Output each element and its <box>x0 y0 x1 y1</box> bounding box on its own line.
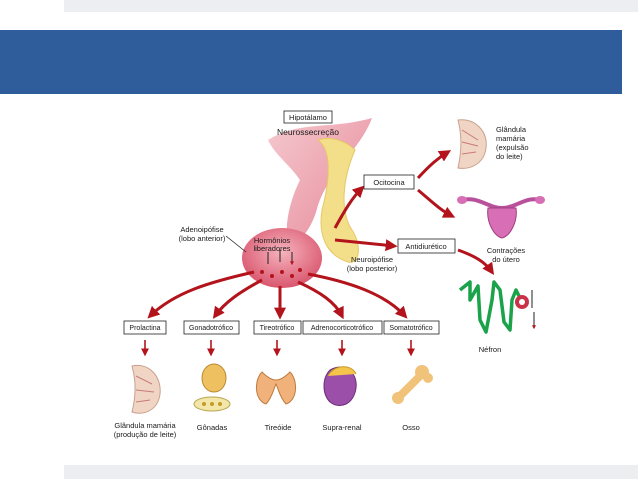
somatotrofico-label: Somatotrófico <box>389 325 432 332</box>
contracoes-label: Contrações <box>487 246 526 255</box>
glandula-bottom-label: Glândula mamária <box>114 421 176 430</box>
gonadotrofico-box <box>183 320 240 335</box>
glandula-bottom-sublabel: (produção de leite) <box>114 430 177 439</box>
branch-arrows <box>147 270 408 320</box>
nephron-illustration <box>458 280 534 334</box>
neuroipofise-sublabel: (lobo posterior) <box>347 264 398 273</box>
antidiuretico-label: Antidiurético <box>405 242 446 251</box>
somatotrofico-box <box>383 320 440 335</box>
glandula-top-label: Glândula <box>496 125 527 134</box>
breast-illustration <box>131 364 161 414</box>
ocitocina-box <box>363 174 415 190</box>
hormone-boxes: Prolactina Gonadotrófico Tireotrófico Ad… <box>123 320 440 335</box>
adrenal-illustration <box>323 366 357 406</box>
liberadores-label: liberadores <box>253 244 290 253</box>
adenoipofise-sublabel: (lobo anterior) <box>179 234 226 243</box>
bottom-strip <box>64 465 638 479</box>
thyroid-illustration <box>256 371 296 405</box>
neurossecrecao-label: Neurossecreção <box>277 127 339 137</box>
nefron-label: Néfron <box>479 345 502 354</box>
adrenocorticotrofico-box <box>302 320 383 335</box>
tireotrofico-box <box>253 320 302 335</box>
neuroipofise-label: Neuroipófise <box>351 255 393 264</box>
hipotalamo-label: Hipotálamo <box>289 113 327 122</box>
glandula-top-label-3: (expulsão <box>496 143 529 152</box>
top-strip <box>64 0 638 12</box>
tireotrofico-label: Tireotrófico <box>260 325 295 332</box>
mammary-gland-top-illustration <box>457 119 487 169</box>
gonadas-label: Gônadas <box>197 423 228 432</box>
contracoes-label-2: do útero <box>492 255 520 264</box>
hipotalamo-box <box>283 110 333 124</box>
glandula-top-label-4: do leite) <box>496 152 523 161</box>
hormonios-label: Hormônios <box>254 236 291 245</box>
prolactina-box <box>123 320 167 335</box>
prolactina-label: Prolactina <box>129 325 160 332</box>
antidiuretico-box <box>397 238 456 254</box>
uterus-illustration <box>457 196 545 239</box>
title-banner <box>0 30 622 94</box>
gonads-illustration <box>193 363 231 412</box>
tireoide-label: Tireóide <box>265 423 292 432</box>
adrenocorticotrofico-label: Adrenocorticotrófico <box>311 325 373 332</box>
gonadotrofico-label: Gonadotrófico <box>189 325 233 332</box>
target-arrows <box>141 340 415 357</box>
bone-illustration <box>392 365 433 404</box>
glandula-top-label-2: mamária <box>496 134 526 143</box>
adenoipofise-label: Adenoipófise <box>180 225 223 234</box>
hypothalamus-illustration <box>242 118 372 288</box>
supra-renal-label: Supra-renal <box>322 423 362 432</box>
ocitocina-label: Ocitocina <box>373 178 405 187</box>
osso-label: Osso <box>402 423 420 432</box>
